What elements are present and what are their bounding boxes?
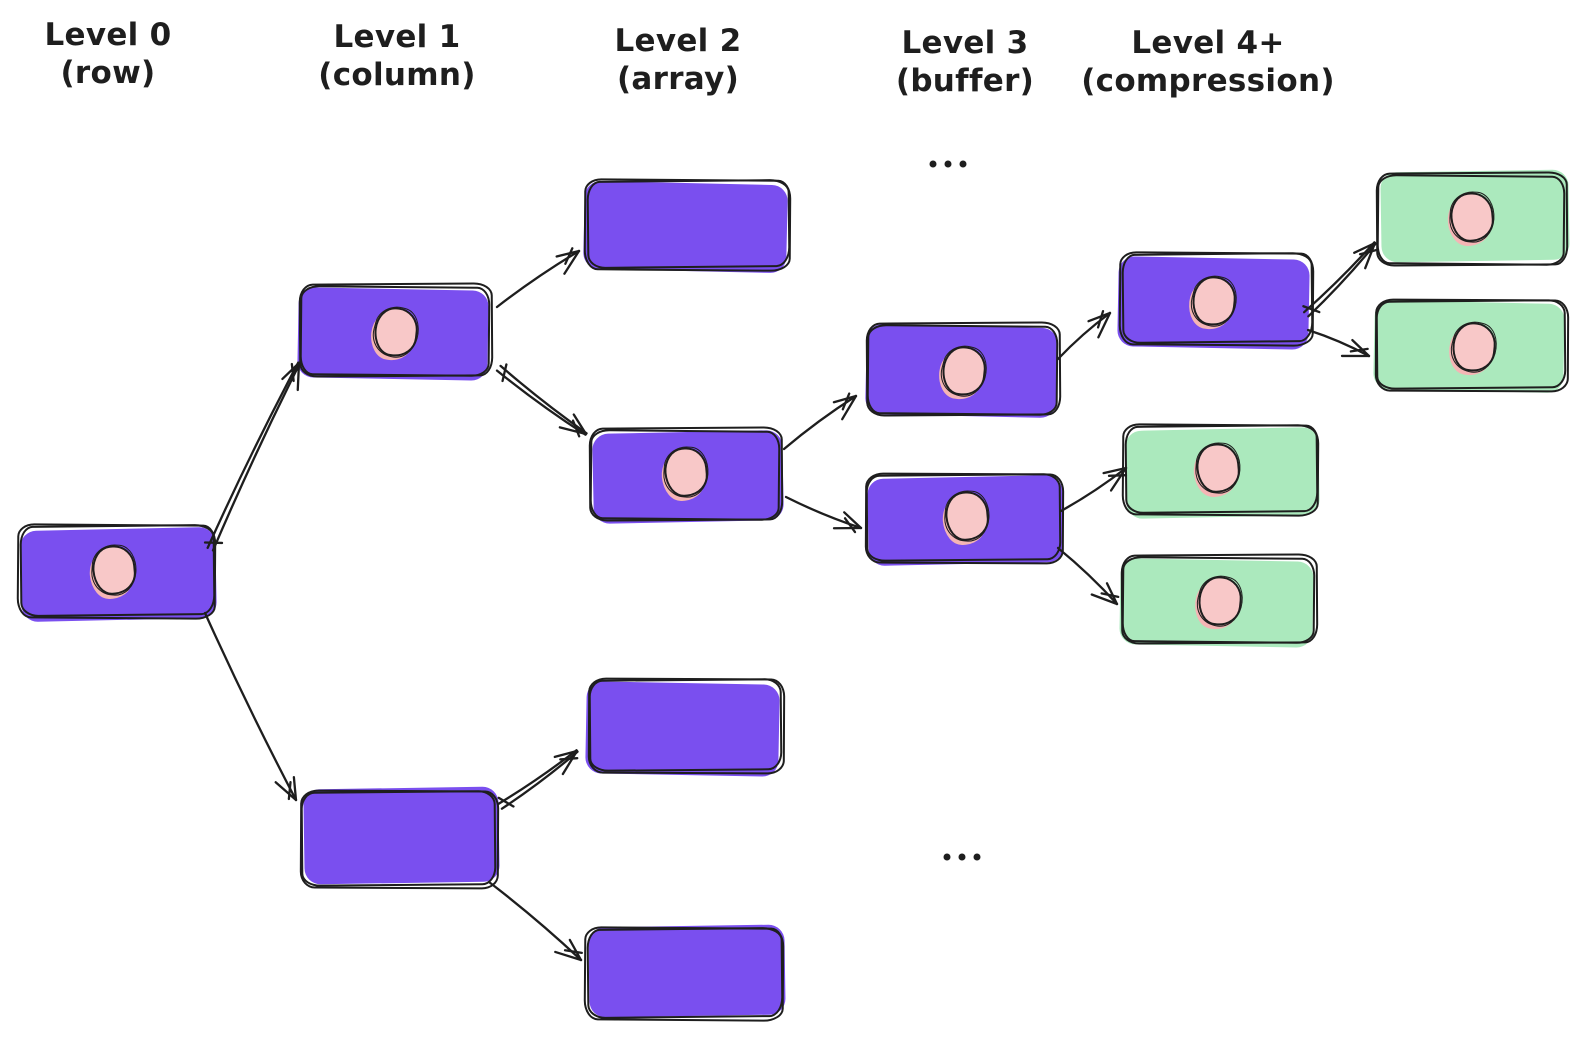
column-subtitle: (compression): [1081, 63, 1335, 100]
column-subtitle: (row): [60, 55, 156, 92]
column-subtitle: (buffer): [895, 63, 1035, 100]
node-level2-c: [585, 677, 786, 777]
node-level4-a: [1117, 251, 1315, 350]
node-level2-b: [588, 426, 784, 524]
node-dot: [942, 489, 991, 542]
sketch-outline-2: [588, 678, 783, 772]
node-level0-row: [16, 523, 217, 623]
node-level3-b: [864, 472, 1065, 567]
node-level4-compressed-d: [1119, 553, 1319, 648]
column-title: Level 0: [44, 17, 172, 53]
column-title: Level 3: [901, 25, 1029, 61]
column-title: Level 4+: [1131, 25, 1285, 61]
ellipsis-bottom: [943, 853, 981, 861]
node-level2-d: [583, 924, 786, 1022]
sketch-outline-2: [300, 790, 497, 887]
column-title: Level 2: [614, 23, 742, 59]
sketch-outline-2: [586, 178, 791, 270]
node-dot: [89, 543, 138, 596]
node-level4-compressed-a: [1375, 169, 1570, 267]
node-level2-a: [583, 178, 792, 274]
node-level3-a: [865, 321, 1062, 419]
column-subtitle: (column): [318, 57, 476, 94]
node-level1-bottom: [299, 786, 500, 890]
column-header-level-3: Level 3 (buffer): [896, 24, 1034, 101]
sketch-outline-2: [586, 926, 784, 1020]
node-level4-compressed-c: [1121, 423, 1320, 520]
column-header-level-1: Level 1 (column): [318, 18, 475, 95]
node-level1-top: [297, 282, 494, 381]
column-header-level-4: Level 4+ (compression): [1081, 24, 1335, 101]
column-header-level-2: Level 2 (array): [614, 22, 741, 99]
node-level4-compressed-b: [1373, 298, 1570, 394]
ellipsis-top: [929, 160, 967, 168]
column-header-level-0: Level 0 (row): [44, 16, 171, 93]
node-dot: [1193, 441, 1242, 495]
column-subtitle: (array): [616, 61, 740, 98]
column-title: Level 1: [333, 19, 461, 55]
